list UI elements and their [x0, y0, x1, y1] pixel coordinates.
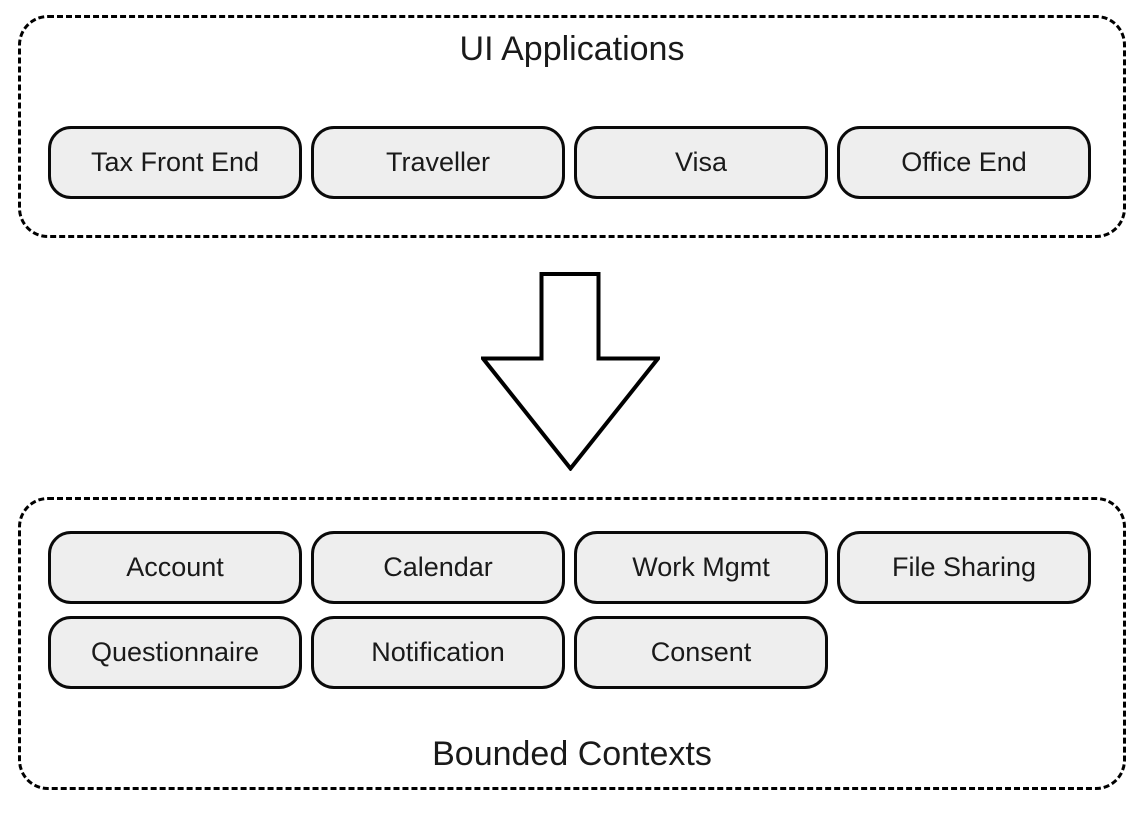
bounded-contexts-node-row-1: Account Calendar Work Mgmt File Sharing [48, 531, 1091, 604]
ui-applications-node-row: Tax Front End Traveller Visa Office End [48, 126, 1091, 199]
node-file-sharing: File Sharing [837, 531, 1091, 604]
node-calendar: Calendar [311, 531, 565, 604]
node-visa: Visa [574, 126, 828, 199]
node-notification: Notification [311, 616, 565, 689]
node-traveller: Traveller [311, 126, 565, 199]
node-account: Account [48, 531, 302, 604]
ui-applications-title: UI Applications [459, 30, 685, 68]
node-office-end: Office End [837, 126, 1091, 199]
down-arrow-icon [481, 272, 660, 471]
bounded-contexts-container: Account Calendar Work Mgmt File Sharing … [18, 497, 1126, 790]
node-consent: Consent [574, 616, 828, 689]
bounded-contexts-node-row-2: Questionnaire Notification Consent [48, 616, 828, 689]
bounded-contexts-title: Bounded Contexts [432, 735, 712, 773]
node-work-mgmt: Work Mgmt [574, 531, 828, 604]
ui-applications-container: UI Applications Tax Front End Traveller … [18, 15, 1126, 238]
node-questionnaire: Questionnaire [48, 616, 302, 689]
node-tax-front-end: Tax Front End [48, 126, 302, 199]
